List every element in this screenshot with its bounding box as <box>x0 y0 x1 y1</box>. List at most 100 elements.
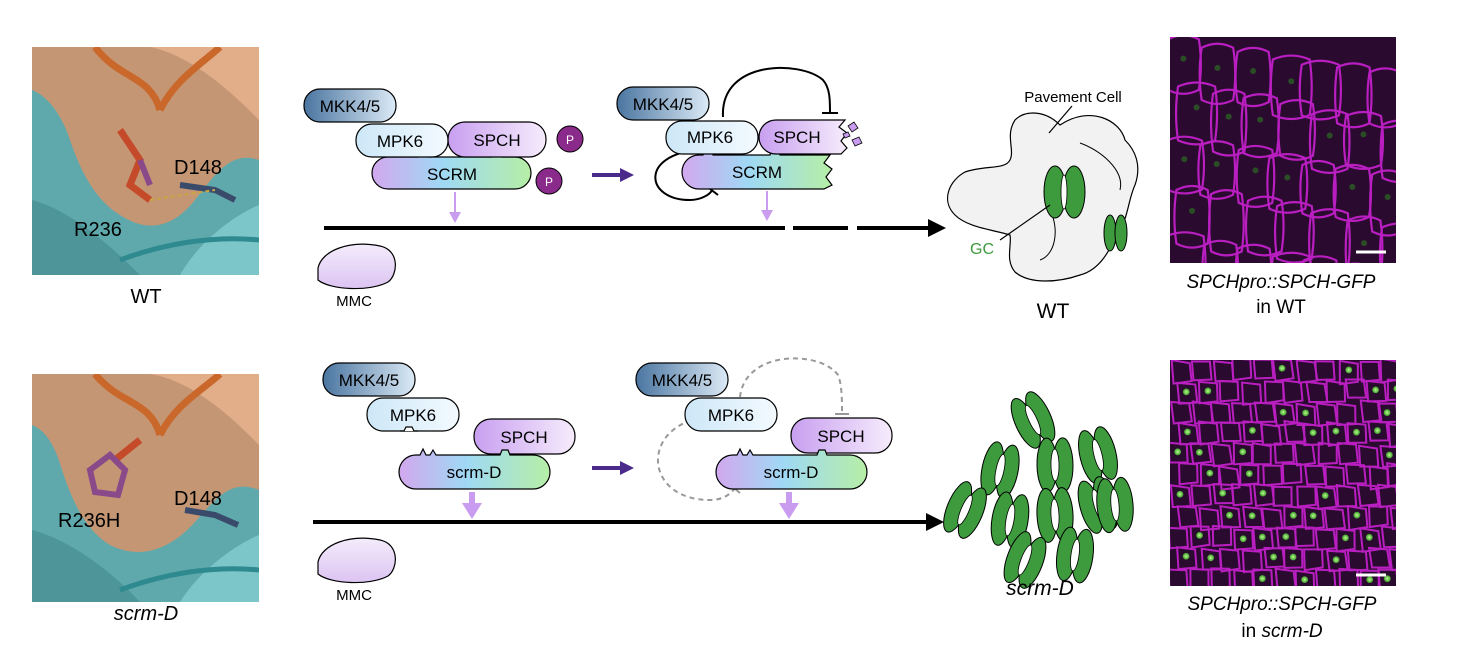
scrmd-micrograph-caption-1: SPCHpro::SPCH-GFP <box>1188 594 1377 615</box>
phospho-badge <box>556 125 584 153</box>
cell-outline <box>1379 360 1396 384</box>
spch-box-4 <box>790 417 893 454</box>
spch-box-3 <box>473 418 576 455</box>
cell-outline <box>1231 360 1253 382</box>
cell-outline <box>1367 546 1392 569</box>
scrmd-box <box>398 447 551 490</box>
cell-outline <box>1293 441 1317 467</box>
stoma <box>1078 426 1118 484</box>
cell-outline <box>1219 505 1242 529</box>
nucleus <box>1361 240 1368 247</box>
phospho-badge-2 <box>535 167 563 195</box>
cell-outline <box>1346 422 1368 444</box>
nucleus <box>1385 451 1393 459</box>
cell-outline <box>1218 379 1240 403</box>
wt-complex-1: MKK4/5 SCRM MPK6 SPCH P P <box>303 88 584 223</box>
wt-residue-label: R236 <box>74 219 122 241</box>
cell-outline <box>1201 239 1240 263</box>
scrmd-box-2 <box>715 447 868 490</box>
cell-outline <box>1386 461 1396 488</box>
guard-cell-small-l <box>1103 214 1117 252</box>
cell-outline <box>1377 568 1396 586</box>
nucleus <box>1193 104 1200 111</box>
scrmd-label: scrm-D <box>447 463 502 482</box>
cell-outline <box>1277 99 1317 161</box>
caption-italic: scrm-D <box>1261 621 1322 642</box>
cell-outline <box>1387 422 1396 449</box>
nucleus <box>1301 576 1309 584</box>
scrmd-micrograph-caption-2: in scrm-D <box>1241 621 1323 642</box>
cell-outline <box>1359 569 1380 586</box>
cell-outline <box>1197 140 1237 200</box>
wt-micrograph-caption-1: SPCHpro::SPCH-GFP <box>1187 272 1376 293</box>
nucleus <box>1309 512 1317 520</box>
cell-outline <box>1208 189 1245 257</box>
nucleus <box>1180 55 1187 62</box>
cell-outline <box>1240 93 1280 159</box>
nucleus <box>1289 511 1297 519</box>
cell-outline <box>1359 399 1383 424</box>
cell-outline <box>1266 153 1309 214</box>
mpk-label-4: MPK6 <box>708 406 754 425</box>
cell-outline <box>1271 251 1312 263</box>
cell-outline <box>1170 231 1207 263</box>
mpk-label-3: MPK6 <box>390 406 436 425</box>
cell-outline <box>1176 546 1198 571</box>
phospho-label: P <box>566 133 574 147</box>
nucleus <box>1219 489 1227 497</box>
nucleus <box>1258 533 1266 541</box>
cell-outline <box>1197 420 1220 446</box>
nucleus <box>1257 116 1264 123</box>
nucleus <box>1207 554 1215 562</box>
cell-outline <box>1344 463 1367 485</box>
cell-outline <box>1294 526 1315 548</box>
stoma <box>1096 476 1134 534</box>
cell-outline <box>1338 567 1360 586</box>
cell-outline <box>1189 525 1211 549</box>
cell-outline <box>1296 485 1317 508</box>
scrmd-timeline <box>313 513 944 531</box>
nucleus <box>1288 78 1295 85</box>
cell-outline <box>1235 144 1276 209</box>
nucleus <box>1239 448 1247 456</box>
nucleus <box>1225 113 1232 120</box>
cell-outline <box>1252 568 1274 586</box>
nucleus <box>1250 68 1257 75</box>
cell-outline <box>1274 567 1297 586</box>
nucleus <box>1332 427 1340 435</box>
cell-outline <box>1314 360 1336 381</box>
cell-outline <box>1344 378 1368 399</box>
cell-outline <box>1170 484 1192 509</box>
cell-outline <box>1233 569 1254 586</box>
nucleus <box>1302 409 1309 417</box>
cell-outline <box>1388 548 1396 572</box>
nucleus <box>1353 428 1360 436</box>
cell-outline <box>1190 360 1213 382</box>
mkk-label-4: MKK4/5 <box>652 371 712 390</box>
nucleus <box>1176 490 1184 498</box>
cell-outline <box>1190 484 1213 508</box>
scrmd-label-2: scrm-D <box>764 463 819 482</box>
scrmd-partner-label: D148 <box>174 488 222 510</box>
nucleus <box>1258 575 1266 582</box>
guard-cell-small-r <box>1114 214 1128 252</box>
stoma <box>1003 531 1047 589</box>
cell-outline <box>1314 568 1337 586</box>
nucleus <box>1384 194 1391 201</box>
cell-outline <box>1308 109 1351 174</box>
nucleus <box>1397 245 1403 251</box>
cell-outline <box>1234 46 1272 108</box>
stoma <box>943 481 987 539</box>
nucleus <box>1249 427 1256 434</box>
cell-outline <box>1366 67 1396 129</box>
nucleus <box>1365 533 1373 541</box>
gc-label: GC <box>970 241 994 258</box>
mkk-box-4 <box>635 362 729 397</box>
mpk-box-4 <box>684 397 778 432</box>
cell-outline <box>1210 567 1231 586</box>
mpk-box-2 <box>665 120 759 155</box>
nucleus <box>1326 132 1333 139</box>
stoma <box>980 441 1020 499</box>
cell-outline <box>1357 444 1380 468</box>
wt-cell-caption: WT <box>1037 300 1070 323</box>
